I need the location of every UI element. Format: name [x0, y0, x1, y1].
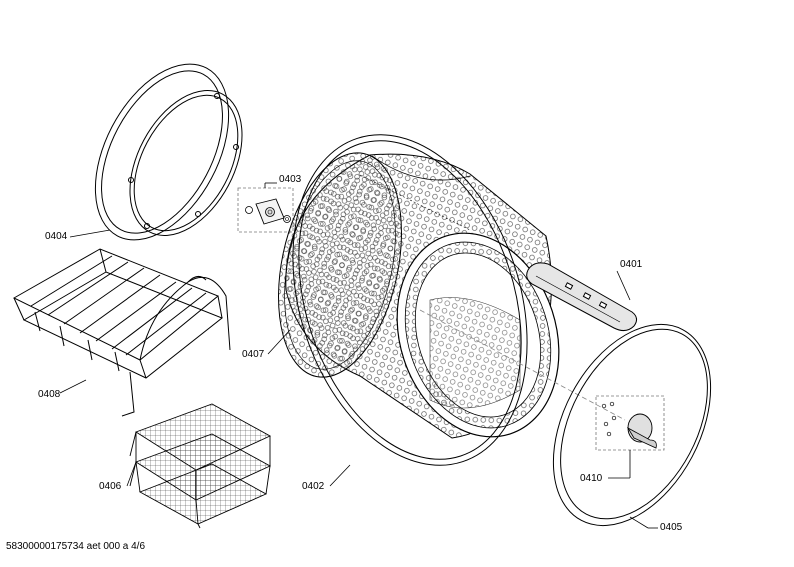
drum-0407 [278, 152, 560, 439]
leader-0404 [69, 229, 111, 238]
bearing-kit-0403 [237, 187, 294, 233]
part-label-0404: 0404 [45, 231, 68, 242]
part-label-0410: 0410 [580, 473, 603, 484]
leader-0408 [59, 379, 87, 394]
part-label-0406: 0406 [99, 481, 122, 492]
leader-0401 [616, 270, 631, 301]
drying-rack-0408 [12, 248, 231, 417]
shelf-rack-0406 [129, 403, 271, 529]
rear-disc-0405 [552, 323, 712, 527]
part-label-0405: 0405 [660, 522, 683, 533]
part-label-0403: 0403 [279, 174, 302, 185]
leader-0406 [126, 461, 137, 487]
seal-ring-0402 [292, 134, 528, 466]
axis-line [419, 309, 626, 421]
document-id: 58300000175734 aet 000 a 4/6 [6, 541, 146, 552]
part-label-0408: 0408 [38, 389, 61, 400]
part-label-0402: 0402 [302, 481, 325, 492]
leader-0402 [329, 464, 351, 487]
hub-kit-0410 [595, 395, 665, 451]
door-ring-0404 [94, 63, 243, 241]
part-label-0401: 0401 [620, 259, 643, 270]
drum-paddle-0401 [526, 262, 638, 332]
leader-0407 [267, 329, 291, 355]
part-label-0407: 0407 [242, 349, 265, 360]
